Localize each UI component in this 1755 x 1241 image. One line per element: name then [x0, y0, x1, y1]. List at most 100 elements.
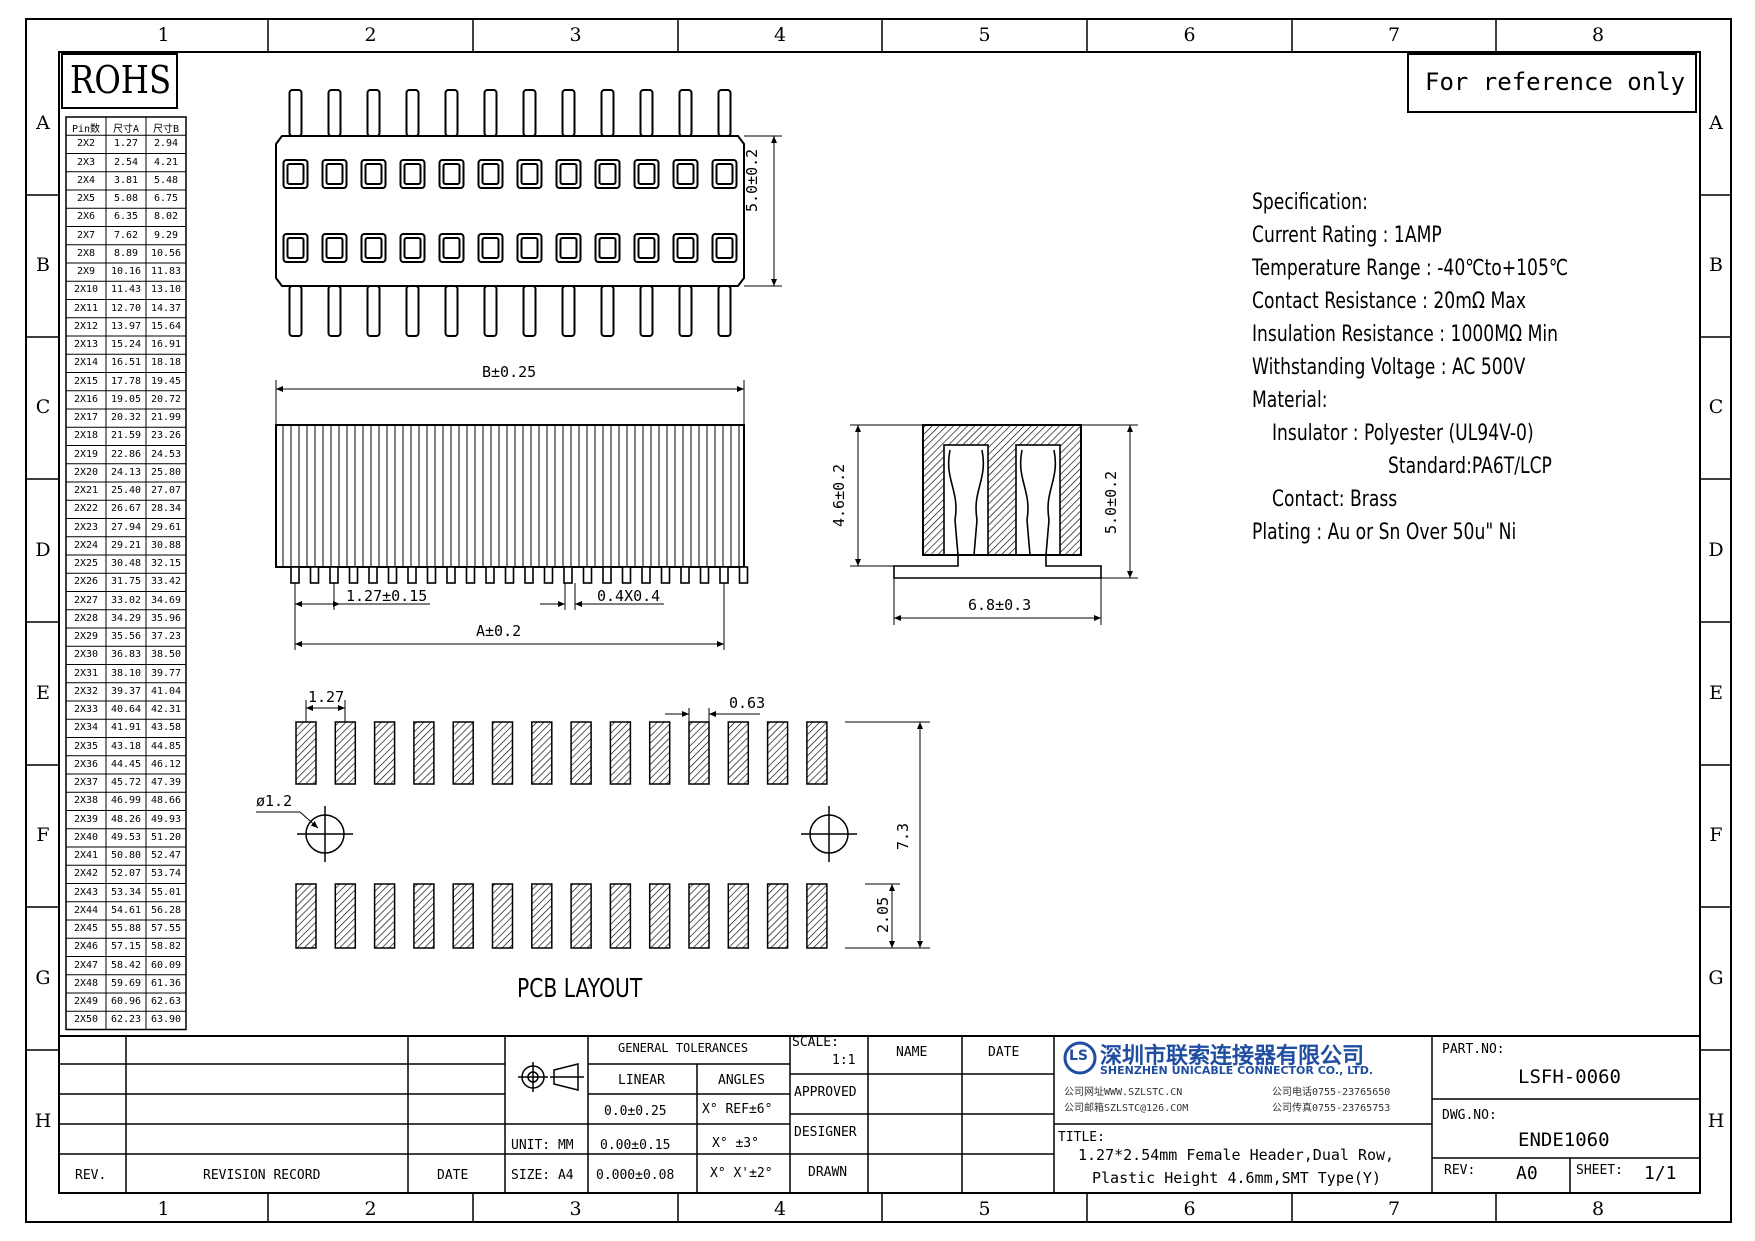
- pin-table-cell: 2X28: [73, 612, 99, 624]
- pin-table-cell: 2X39: [73, 813, 99, 825]
- title-line-2: Plastic Height 4.6mm,SMT Type(Y): [1092, 1169, 1381, 1187]
- pin-table-cell: 2X30: [73, 649, 99, 661]
- pin-table-cell: 2X3: [76, 156, 96, 168]
- pcb-pad-bottom: [452, 883, 474, 949]
- pin-table-cell: 24.53: [150, 448, 182, 460]
- pin-table-cell: 2X2: [76, 138, 96, 150]
- top-socket-lower-inner: [676, 237, 695, 259]
- front-pin-tail: [504, 566, 515, 584]
- top-socket-upper-inner: [637, 163, 656, 185]
- pin-table-cell: 1.27: [113, 138, 139, 150]
- top-pin-lower: [366, 285, 381, 337]
- zone-col-bottom: 7: [1387, 1198, 1401, 1220]
- pin-table-cell: 39.37: [110, 685, 142, 697]
- pin-table-cell: 57.15: [110, 941, 142, 953]
- pin-table-cell: 2X40: [73, 831, 99, 843]
- pin-table-cell: 30.88: [150, 539, 182, 551]
- top-socket-upper: [555, 159, 582, 189]
- projection-symbol-icon: [518, 1062, 584, 1092]
- front-pin-tail: [699, 566, 710, 584]
- pin-table-cell: 2X5: [76, 193, 96, 204]
- pin-table-cell: 11.83: [150, 266, 182, 277]
- zone-col-bottom: 5: [978, 1198, 991, 1220]
- pcb-pad-bottom: [766, 883, 789, 949]
- pin-table-cell: 42.31: [150, 704, 182, 715]
- pin-table-cell: 18.18: [150, 357, 182, 369]
- top-socket-upper: [321, 159, 348, 189]
- pin-table-cell: 46.99: [110, 795, 142, 807]
- dim-side-width: 6.8±0.3: [968, 596, 1032, 614]
- pin-table-cell: 58.42: [110, 959, 142, 971]
- pin-table-cell: 2X34: [73, 722, 99, 734]
- pin-table-cell: 35.56: [110, 631, 142, 642]
- top-socket-upper: [477, 159, 504, 189]
- pin-table-cell: 10.56: [150, 247, 182, 259]
- top-socket-upper: [594, 159, 621, 189]
- title-line-1: 1.27*2.54mm Female Header,Dual Row,: [1078, 1146, 1395, 1164]
- pin-table-cell: 8.02: [153, 211, 179, 223]
- pin-table-cell: 34.69: [150, 594, 182, 606]
- zone-col-top: 5: [978, 24, 991, 46]
- top-pin-upper: [639, 89, 654, 137]
- top-socket-lower-inner: [403, 237, 422, 259]
- top-socket-upper-inner: [520, 163, 539, 185]
- pin-table-cell: 2X42: [73, 868, 99, 880]
- pin-table-grid: [65, 116, 187, 1031]
- pin-table-cell: 45.72: [110, 777, 142, 788]
- zone-row-left: G: [35, 966, 51, 989]
- pin-table-cell: 19.45: [150, 375, 182, 387]
- pcb-pad-top: [609, 721, 632, 785]
- unit-label: UNIT: MM: [511, 1138, 574, 1153]
- top-pin-lower: [600, 285, 615, 337]
- zone-row-right: E: [1709, 681, 1723, 704]
- zone-row-right: B: [1709, 254, 1723, 276]
- dim-pin-section: 0.4X0.4: [597, 587, 661, 605]
- top-socket-lower: [672, 233, 699, 263]
- pin-table-cell: 2X8: [76, 247, 96, 259]
- pin-table-cell: 2X14: [73, 357, 99, 369]
- top-socket-upper-inner: [442, 163, 461, 185]
- top-pin-upper: [405, 89, 420, 137]
- company-logo-icon: [1063, 1041, 1097, 1075]
- pin-table-cell: 47.39: [150, 777, 182, 788]
- rohs-label: ROHS: [70, 58, 172, 102]
- pcb-layout-label: PCB LAYOUT: [517, 974, 643, 1004]
- pin-table-cell: 2X22: [73, 503, 99, 515]
- pin-table-cell: 22.86: [110, 448, 142, 460]
- pin-table-cell: 2X10: [73, 284, 99, 296]
- pin-table-cell: 52.47: [150, 850, 182, 861]
- front-pin-tail: [348, 566, 359, 584]
- front-pin-tail: [641, 566, 651, 584]
- spec-line: Insulation Resistance : 1000MΩ Min: [1252, 322, 1559, 347]
- pin-table-cell: 7.62: [113, 229, 139, 241]
- top-pin-lower: [444, 285, 459, 337]
- dimension-lines: [256, 135, 1138, 949]
- zone-row-left: A: [36, 111, 50, 134]
- front-pin-tail: [563, 566, 573, 584]
- top-socket-upper-inner: [676, 163, 695, 185]
- top-socket-lower: [555, 233, 582, 263]
- top-socket-lower-inner: [715, 237, 734, 259]
- pcb-pad-bottom: [648, 883, 671, 949]
- approved-label: APPROVED: [794, 1085, 857, 1100]
- pin-table-cell: 2.94: [153, 138, 179, 150]
- pin-table-cell: 2X26: [73, 576, 99, 588]
- pcb-pad-top: [413, 721, 435, 785]
- zone-col-top: 4: [773, 24, 787, 46]
- pin-table-cell: 43.18: [110, 740, 142, 752]
- spec-line: Withstanding Voltage : AC 500V: [1252, 355, 1526, 380]
- pcb-pad-bottom: [295, 883, 317, 949]
- pin-table-cell: 2X44: [73, 904, 99, 916]
- pcb-pad-bottom: [413, 883, 435, 949]
- pin-table-cell: 59.69: [110, 977, 142, 989]
- zone-col-top: 2: [364, 24, 377, 46]
- pin-table-cell: 2X4: [76, 174, 96, 186]
- zone-row-left: C: [35, 396, 51, 418]
- top-socket-upper-inner: [364, 163, 383, 185]
- spec-line: Standard:PA6T/LCP: [1388, 454, 1552, 479]
- top-pin-lower: [483, 285, 498, 337]
- pin-table-cell: 20.72: [150, 393, 182, 405]
- pin-table-cell: 49.93: [150, 813, 182, 825]
- pin-table-cell: 2X37: [73, 777, 99, 788]
- pin-table-cell: 53.34: [110, 886, 142, 898]
